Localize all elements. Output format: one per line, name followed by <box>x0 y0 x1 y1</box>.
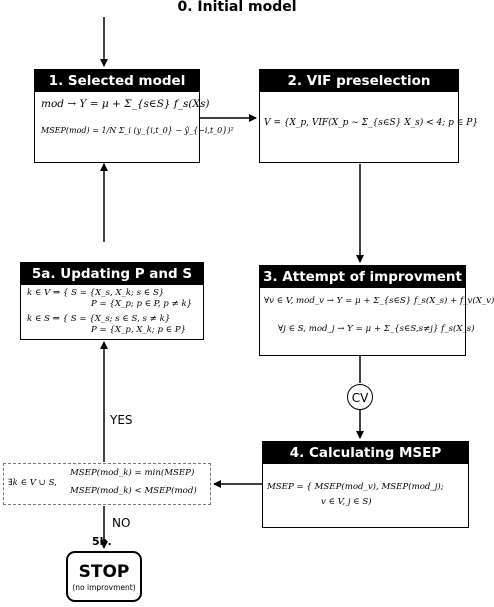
box-updating-p-s: 5a. Updating P and S k ∈ V ⇒ { S = {X_s,… <box>20 262 204 340</box>
box-updating-p-s-line1: k ∈ V ⇒ { S = {X_s, X_k; s ∈ S} <box>27 288 165 298</box>
box-vif-preselection: 2. VIF preselection V = {X_p, VIF(X_p ∼ … <box>259 69 478 163</box>
box-attempt-improvement-title: 3. Attempt of improvment <box>260 266 465 288</box>
condition-box: ∃k ∈ V ∪ S, MSEP(mod_k) = min(MSEP) MSEP… <box>3 463 211 505</box>
box-calculating-msep-line2: v ∈ V, j ∈ S) <box>321 497 372 507</box>
edge-label-yes: YES <box>110 413 133 427</box>
stop-node: STOP (no improvment) <box>66 551 142 602</box>
box-calculating-msep: 4. Calculating MSEP MSEP = { MSEP(mod_v)… <box>262 441 469 528</box>
stop-number: 5b. <box>92 535 112 548</box>
box-selected-model: 1. Selected model mod → Y = μ + Σ_{s∈S} … <box>34 69 234 163</box>
box-calculating-msep-line1: MSEP = { MSEP(mod_v), MSEP(mod_j); <box>267 482 444 492</box>
flow-arrows <box>100 17 364 549</box>
box-updating-p-s-line4: P = {X_p, X_k; p ∈ P} <box>91 325 187 335</box>
box-updating-p-s-line2: P = {X_p; p ∈ P, p ≠ k} <box>91 299 193 309</box>
box-updating-p-s-line3: k ∈ S ⇒ { S = {X_s; s ∈ S, s ≠ k} <box>27 314 171 324</box>
condition-line1: MSEP(mod_k) = min(MSEP) <box>70 468 195 478</box>
box-attempt-improvement: 3. Attempt of improvment ∀v ∈ V, mod_v →… <box>259 265 494 356</box>
initial-model-label: 0. Initial model <box>177 0 297 15</box>
cv-node: CV <box>347 384 373 410</box>
box-attempt-improvement-remove: ∀j ∈ S, mod_j → Y = μ + Σ_{s∈S,s≠j} f_s(… <box>278 324 475 334</box>
condition-lead: ∃k ∈ V ∪ S, <box>8 478 57 488</box>
box-selected-model-title: 1. Selected model <box>35 70 199 92</box>
box-updating-p-s-title: 5a. Updating P and S <box>21 263 203 285</box>
edge-label-no: NO <box>112 516 131 530</box>
box-attempt-improvement-add: ∀v ∈ V, mod_v → Y = μ + Σ_{s∈S} f_s(X_s)… <box>264 296 494 306</box>
box-vif-preselection-formula: V = {X_p, VIF(X_p ∼ Σ_{s∈S} X_s) < 4; p … <box>264 118 479 128</box>
stop-title: STOP <box>78 562 130 582</box>
box-selected-model-msep: MSEP(mod) = 1/N Σ_i (y_{i,t_0} − ŷ_{−i,t… <box>41 126 234 135</box>
box-selected-model-formula: mod → Y = μ + Σ_{s∈S} f_s(Xs) <box>41 98 210 110</box>
condition-line2: MSEP(mod_k) < MSEP(mod) <box>70 486 197 496</box>
box-calculating-msep-title: 4. Calculating MSEP <box>263 442 468 464</box>
box-vif-preselection-title: 2. VIF preselection <box>260 70 458 92</box>
stop-subtitle: (no improvment) <box>72 583 136 592</box>
